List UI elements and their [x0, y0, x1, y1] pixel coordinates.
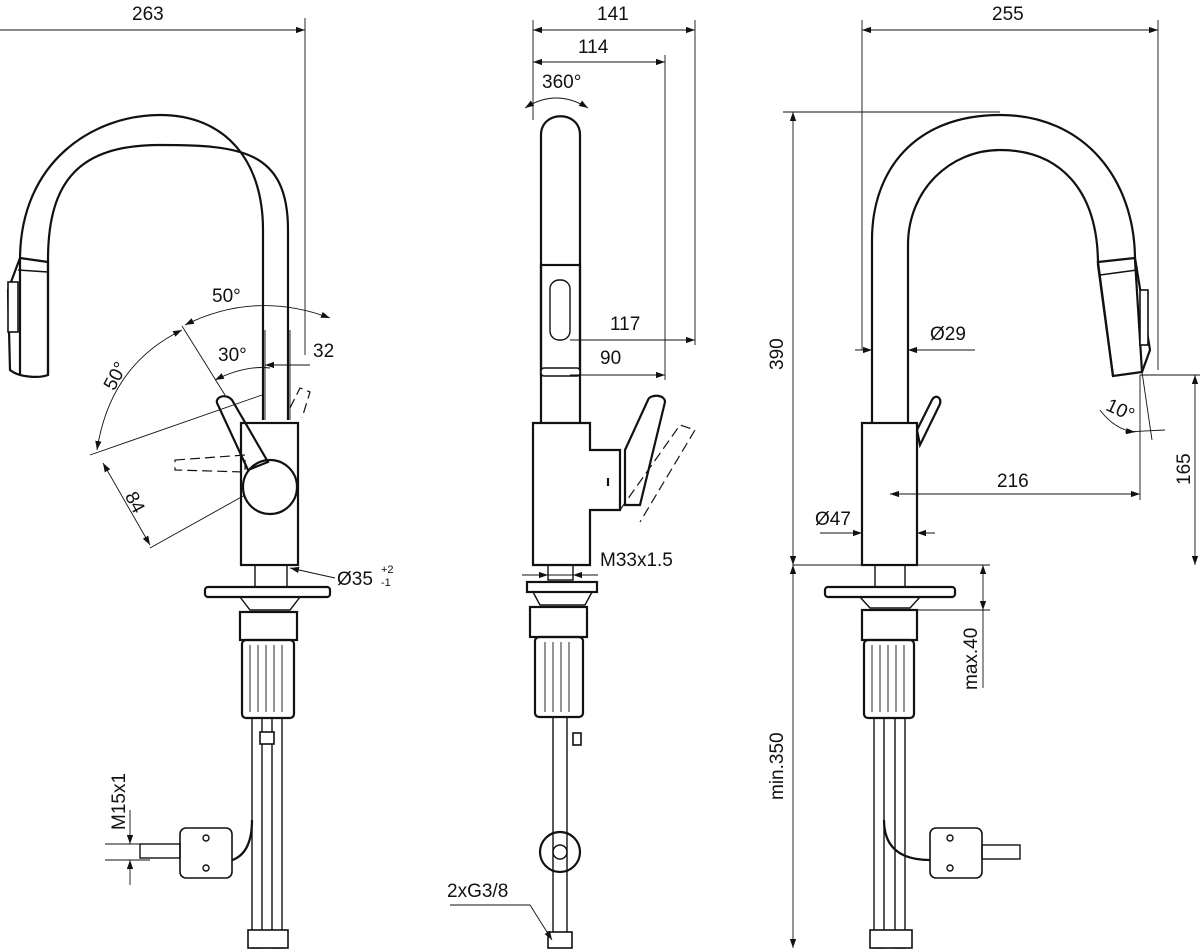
body-diameter-label: Ø47: [815, 509, 851, 530]
angle-left-label: 50°: [100, 359, 132, 394]
right-connector-box: [929, 827, 983, 879]
side-base-plate: [525, 580, 599, 594]
front-view: 263 32 50° 30° 50° 84: [0, 4, 394, 949]
angle-arc-left: [95, 329, 183, 451]
angle-arc-inner: [214, 367, 271, 381]
spout: [18, 113, 265, 420]
side-threaded-shank: [533, 635, 585, 719]
right-hose-right: [894, 717, 906, 949]
reach-117-label: 117: [610, 314, 640, 335]
right-view: 255 390 Ø29 10° 165 216: [767, 4, 1200, 949]
side-view: 141 114 360° 117 90 M33x1.5: [447, 4, 696, 949]
clearance-label: 165: [1174, 453, 1195, 485]
hose-thread-label: M15x1: [109, 773, 130, 830]
angle-10-label: 10°: [1103, 395, 1138, 426]
width-label: 263: [132, 4, 164, 25]
side-body: [531, 421, 622, 567]
max-deck-label: max.40: [961, 628, 982, 690]
mounting-nut: [238, 610, 299, 642]
spray-head: [6, 256, 50, 378]
lever: [215, 395, 270, 472]
right-hose-left: [873, 717, 885, 949]
side-spout: [539, 115, 582, 423]
angle-arc-upper: [184, 305, 331, 326]
min-hose-label: min.350: [767, 732, 788, 800]
diameter-label: Ø35: [337, 569, 373, 590]
side-thread-label: M33x1.5: [600, 550, 673, 571]
angle-inner-label: 30°: [218, 345, 247, 366]
height-label: 390: [767, 338, 788, 370]
tolerance-minus: -1: [381, 577, 391, 589]
faucet-body: [239, 421, 300, 567]
side-connector: [538, 830, 582, 874]
rotation-label: 360°: [542, 72, 581, 93]
offset-label: 32: [313, 341, 334, 362]
right-base-plate: [823, 585, 957, 599]
hose-right: [271, 717, 283, 949]
lever-hub: [241, 458, 299, 516]
side-lever: [623, 394, 667, 507]
side-spray-head: [539, 263, 582, 377]
threaded-shank: [240, 638, 296, 720]
right-lever: [915, 395, 942, 449]
radius-label: 84: [120, 488, 149, 517]
connection-label: 2xG3/8: [447, 881, 508, 902]
right-spout: [870, 113, 1144, 423]
side-width-total-label: 141: [597, 4, 629, 25]
hose-left: [251, 717, 263, 949]
right-mounting-nut: [860, 608, 919, 642]
tolerance-plus: +2: [381, 564, 394, 576]
angle-upper-label: 50°: [212, 286, 241, 307]
rotation-arc: [524, 97, 589, 109]
base-plate: [203, 585, 332, 599]
right-width-label: 255: [992, 4, 1024, 25]
spout-diameter-label: Ø29: [930, 324, 966, 345]
side-mounting-nut: [528, 605, 589, 639]
reach-216-label: 216: [997, 471, 1029, 492]
right-spray-head: [1096, 256, 1152, 378]
reach-90-label: 90: [600, 348, 621, 369]
side-width-spout-label: 114: [578, 37, 609, 58]
hose-fittings: [247, 929, 289, 949]
right-threaded-shank: [862, 638, 916, 720]
